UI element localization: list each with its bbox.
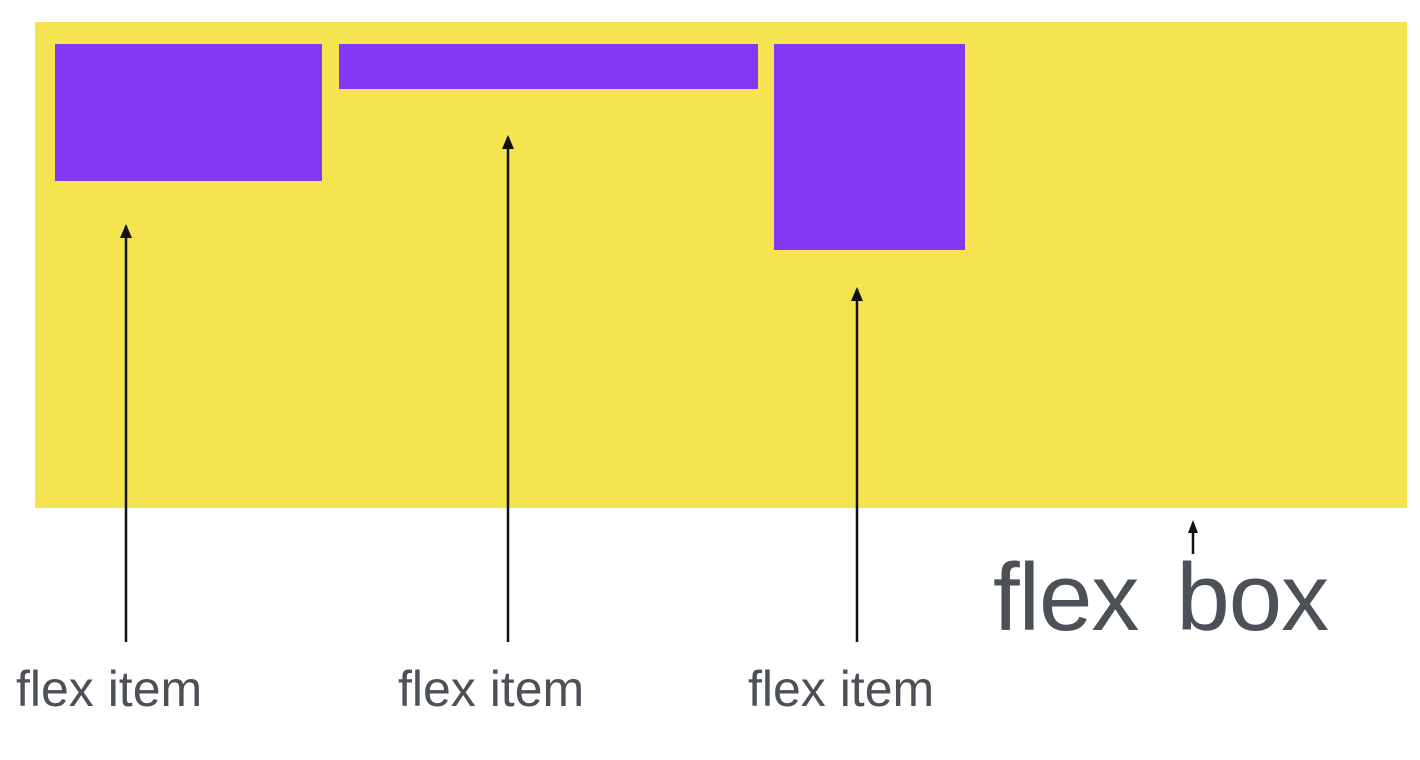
flex-item-3 xyxy=(774,44,965,250)
flex-item-1 xyxy=(55,44,322,181)
flex-item-label-1: flex item xyxy=(16,661,203,717)
flex-item-label-2: flex item xyxy=(398,661,585,717)
arrowhead-flex-box xyxy=(1188,520,1198,533)
flex-container-fill xyxy=(35,22,1407,508)
flex-item-label-3: flex item xyxy=(748,661,935,717)
flex-box-label-left: flex xyxy=(993,544,1139,651)
flex-box-label-right: box xyxy=(1176,544,1329,651)
flex-item-2 xyxy=(339,44,758,89)
